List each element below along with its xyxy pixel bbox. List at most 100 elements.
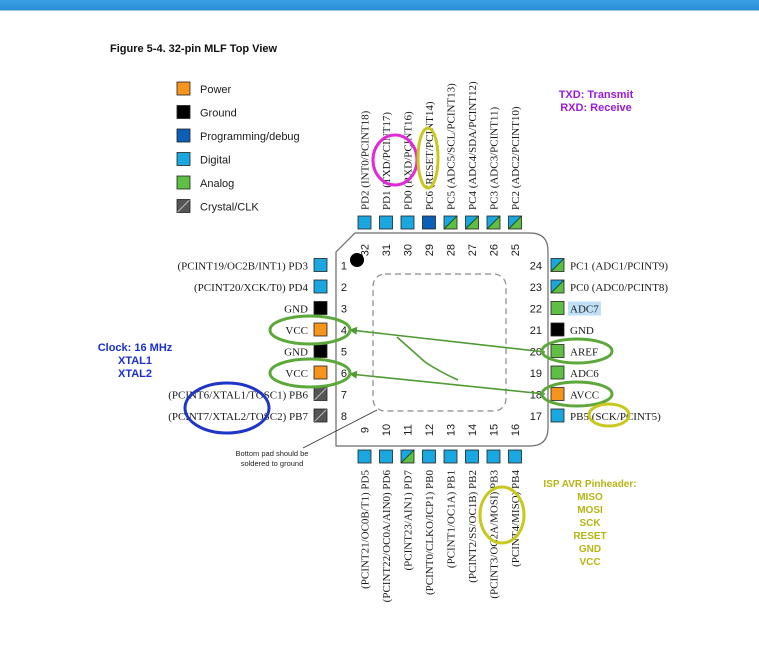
isp-note-gnd: GND bbox=[579, 544, 601, 555]
isp-note-reset: RESET bbox=[573, 531, 606, 542]
arrow-connector-curve bbox=[396, 336, 459, 381]
avcc-highlight-ring bbox=[540, 380, 614, 408]
pin-5-label: GND bbox=[284, 347, 308, 359]
legend-swatch-digital bbox=[176, 152, 191, 166]
pin-19-number: 19 bbox=[530, 368, 542, 380]
legend-swatch-ground bbox=[176, 105, 191, 119]
arrow-aref-to-vcc bbox=[349, 326, 546, 353]
pin-13-swatch bbox=[443, 449, 458, 464]
legend-swatch-analog bbox=[176, 175, 191, 190]
pin-15-label: (PCINT3/OC2A/MOSI) PB3 bbox=[489, 470, 501, 599]
pin-10-label: (PCINT22/OC0A/AIN0) PD6 bbox=[381, 470, 393, 603]
pin-10-swatch bbox=[379, 449, 393, 464]
left-pin-column: 1(PCINT19/OC2B/INT1) PD32(PCINT20/XCK/T0… bbox=[168, 258, 347, 423]
pin-18-swatch bbox=[550, 387, 565, 401]
pin-21-swatch bbox=[550, 322, 565, 337]
pin-19-swatch bbox=[550, 365, 565, 380]
pin-5-number: 5 bbox=[341, 347, 347, 359]
clock-note-xtal1: XTAL1 bbox=[118, 355, 152, 367]
pin-15-number: 15 bbox=[489, 424, 501, 436]
isp-note-vcc: VCC bbox=[579, 557, 600, 568]
vcc-pin4-highlight-ring bbox=[268, 314, 352, 346]
bottom-pad-note-line1: Bottom pad should be bbox=[236, 449, 309, 458]
mosi-miso-highlight-ring bbox=[478, 485, 526, 545]
pin-29-number: 29 bbox=[424, 244, 436, 256]
legend-swatch-power bbox=[176, 81, 191, 96]
pin-24-number: 24 bbox=[530, 261, 542, 273]
sck-highlight-ring bbox=[587, 402, 631, 428]
clock-note-xtal2: XTAL2 bbox=[118, 368, 152, 380]
pin-28-number: 28 bbox=[446, 244, 458, 256]
pin-9-number: 9 bbox=[360, 427, 372, 433]
legend-label-crystal-clk: Crystal/CLK bbox=[200, 202, 259, 214]
pin-8-label: (PCINT7/XTAL2/TOSC2) PB7 bbox=[168, 411, 308, 423]
pin-11-number: 11 bbox=[403, 424, 415, 435]
rxd-note: RXD: Receive bbox=[560, 102, 632, 114]
clock-note-title: Clock: 16 MHz bbox=[98, 342, 173, 354]
pin-3-number: 3 bbox=[341, 304, 347, 316]
txd-note: TXD: Transmit bbox=[559, 89, 634, 101]
arrow-avcc-to-vcc bbox=[349, 370, 546, 395]
pin-22-swatch bbox=[550, 301, 565, 315]
pin-1-label: (PCINT19/OC2B/INT1) PD3 bbox=[178, 261, 309, 273]
pin-23-number: 23 bbox=[530, 282, 542, 294]
legend-label-ground: Ground bbox=[200, 108, 237, 120]
pin-26-swatch bbox=[486, 215, 501, 230]
isp-note: ISP AVR Pinheader: MISO MOSI SCK RESET G… bbox=[543, 479, 636, 568]
pin-7-number: 7 bbox=[341, 390, 347, 402]
pin1-marker-dot bbox=[350, 253, 364, 267]
pin-2-label: (PCINT20/XCK/T0) PD4 bbox=[194, 282, 308, 294]
pin-1-number: 1 bbox=[341, 261, 347, 273]
pin-20-label: AREF bbox=[570, 347, 598, 359]
adc7-highlight bbox=[568, 301, 601, 316]
pin-30-number: 30 bbox=[403, 244, 415, 256]
aref-highlight-ring bbox=[540, 337, 614, 365]
pin-6-label: VCC bbox=[285, 368, 308, 380]
pin-30-label: PD0 (RXD/PCINT16) bbox=[403, 111, 415, 210]
pin-12-label: (PCINT0/CLKO/ICP1) PB0 bbox=[424, 470, 436, 595]
pin-30-swatch bbox=[400, 215, 415, 230]
pin-1-swatch bbox=[313, 258, 328, 272]
isp-note-title: ISP AVR Pinheader: bbox=[543, 479, 636, 490]
xtal-highlight-ring bbox=[183, 381, 271, 435]
pin-16-label: (PCINT4/MISO) PB4 bbox=[510, 470, 522, 567]
pin-6-swatch bbox=[313, 365, 328, 380]
pin-7-label: (PCINT6/XTAL1/TOSC1) PB6 bbox=[168, 390, 308, 402]
pin-13-label: (PCINT1/OC1A) PB1 bbox=[446, 470, 458, 568]
bottom-pad-outline bbox=[372, 273, 507, 412]
pin-29-swatch bbox=[422, 215, 436, 230]
top-bar bbox=[0, 0, 759, 11]
pin-27-number: 27 bbox=[467, 244, 479, 256]
legend-swatch-crystal-clk bbox=[176, 199, 191, 213]
pin-4-label: VCC bbox=[285, 325, 308, 337]
pin-12-number: 12 bbox=[424, 424, 436, 436]
pin-2-swatch bbox=[313, 279, 328, 294]
pin-16-swatch bbox=[508, 449, 522, 464]
legend-label-analog: Analog bbox=[200, 178, 234, 190]
pin-4-number: 4 bbox=[341, 325, 347, 337]
pin-32-number: 32 bbox=[360, 244, 372, 256]
pin-25-number: 25 bbox=[510, 244, 522, 256]
pin-11-swatch bbox=[400, 449, 415, 464]
pin-19-label: ADC6 bbox=[570, 368, 599, 380]
pin-17-label: PB5 (SCK/PCINT5) bbox=[570, 411, 661, 423]
pin-14-label: (PCINT2/SS/OC1B) PB2 bbox=[467, 470, 479, 583]
isp-note-mosi: MOSI bbox=[577, 505, 603, 516]
pin-31-swatch bbox=[379, 215, 393, 230]
pin-26-label: PC3 (ADC3/PCINT11) bbox=[489, 106, 501, 210]
pin-23-label: PC0 (ADC0/PCINT8) bbox=[570, 282, 668, 294]
pin-25-swatch bbox=[508, 215, 522, 230]
pin-32-swatch bbox=[357, 215, 372, 230]
pin-4-swatch bbox=[313, 322, 328, 337]
pin-23-swatch bbox=[550, 279, 565, 294]
pin-14-swatch bbox=[465, 449, 479, 464]
pin-8-swatch bbox=[313, 408, 328, 423]
bottom-pad-note-line2: soldered to ground bbox=[241, 459, 304, 468]
pin-9-label: (PCINT21/OC0B/T1) PD5 bbox=[360, 470, 372, 589]
pin-22-label: ADC7 bbox=[570, 304, 599, 316]
pin-25-label: PC2 (ADC2/PCINT10) bbox=[510, 106, 522, 210]
pin-27-label: PC4 (ADC4/SDA/PCINT12) bbox=[467, 81, 479, 210]
